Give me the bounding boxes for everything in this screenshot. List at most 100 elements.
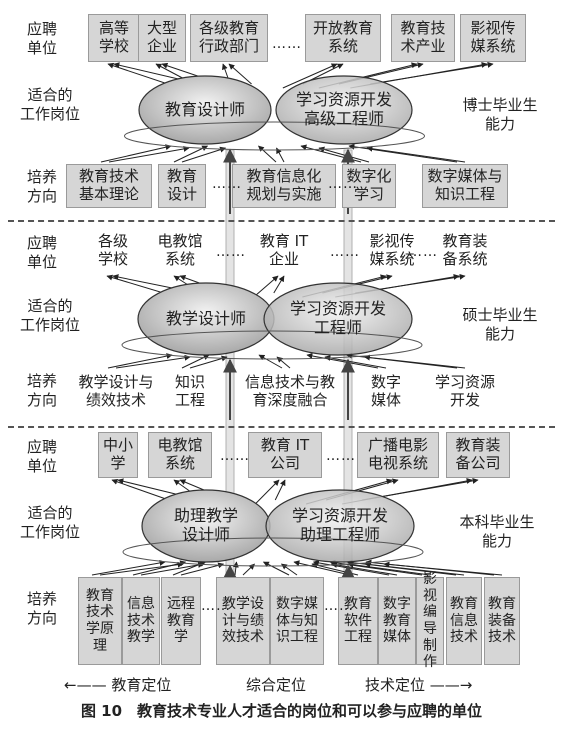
training-arrow <box>189 355 228 369</box>
position-title-left: 助理教学 设计师 <box>173 506 238 545</box>
training-arrow <box>180 562 225 576</box>
training-box: 信息技术与教 育深度融合 <box>244 373 335 409</box>
position-title-right: 学习资源开发 助理工程师 <box>291 506 388 545</box>
training-box: 教育技术 基本理论 <box>66 164 152 208</box>
technology-orientation-arrow: 技术定位 ——→ <box>365 674 472 695</box>
employer-box: 教育 IT 公司 <box>248 432 322 478</box>
education-orientation-arrow: ←—— 教育定位 <box>64 674 171 695</box>
training-label: 培养 方向 <box>26 372 57 409</box>
graduate-level-label: 博士毕业生 能力 <box>462 96 538 133</box>
employer-label: 应聘 单位 <box>26 438 57 475</box>
training-box: 教育技术学原理 <box>78 577 122 665</box>
training-arrow <box>324 355 387 369</box>
training-arrow <box>258 145 277 163</box>
employer-arrow <box>253 275 279 298</box>
position-ellipse-base <box>124 121 425 151</box>
training-arrow <box>140 561 205 576</box>
training-box: 教育装备技术 <box>484 577 520 665</box>
employer-ellipsis: …… <box>220 448 250 464</box>
training-box: 远程教育学 <box>161 577 201 665</box>
employer-label: 应聘 单位 <box>26 20 57 57</box>
training-arrow <box>107 353 173 369</box>
position-title-right: 学习资源开发 高级工程师 <box>295 90 392 129</box>
position-title-left: 教学设计师 <box>165 309 246 328</box>
employer-box: 教育装 备系统 <box>442 232 488 268</box>
employer-ellipsis: …… <box>216 244 246 260</box>
technology-orientation-label: 技术定位 <box>365 676 426 694</box>
training-box: 教育信息技术 <box>446 577 482 665</box>
position-label: 适合的 工作岗位 <box>19 504 80 541</box>
training-box: 教育软件工程 <box>338 577 378 665</box>
training-box: 教育信息化 规划与实施 <box>232 164 336 208</box>
training-arrow <box>262 561 290 576</box>
comprehensive-orientation-label: 综合定位 <box>246 676 307 694</box>
employer-box: 电教馆 系统 <box>157 232 203 268</box>
education-orientation-label: 教育定位 <box>111 676 172 694</box>
training-arrow <box>346 559 457 576</box>
left-arrow-icon: ←—— <box>64 676 107 694</box>
employer-box: 各级教育 行政部门 <box>190 14 268 62</box>
graduate-level-label: 硕士毕业生 能力 <box>462 306 538 343</box>
training-arrow <box>181 146 227 163</box>
training-ellipsis: …… <box>201 598 231 614</box>
training-arrow <box>258 354 283 369</box>
employer-box: 各级 学校 <box>97 232 128 268</box>
employer-box: 影视传 媒系统 <box>460 14 526 62</box>
training-arrow <box>365 559 495 576</box>
employer-box: 影视传 媒系统 <box>369 232 415 268</box>
right-arrow-icon: ——→ <box>429 676 473 694</box>
employer-arrow <box>254 479 280 505</box>
employer-ellipsis: …… <box>326 448 356 464</box>
training-arrow <box>366 145 466 163</box>
training-arrow <box>347 561 431 576</box>
employer-arrow <box>282 63 338 89</box>
training-box: 数字 媒体 <box>370 373 401 409</box>
training-arrow <box>232 561 239 576</box>
training-ellipsis: …… <box>212 176 242 192</box>
training-box: 数字媒体与 知识工程 <box>422 164 508 208</box>
position-ellipse-left <box>138 75 272 145</box>
employer-arrow <box>228 63 252 85</box>
section-separator <box>8 220 555 222</box>
training-arrow <box>91 559 166 576</box>
training-box: 教学设计与绩效技术 <box>216 577 270 665</box>
training-arrow <box>293 560 351 576</box>
training-box: 数字教育媒体 <box>378 577 416 665</box>
training-arrow <box>100 144 172 163</box>
training-box: 知识 工程 <box>174 373 205 409</box>
training-label: 培养 方向 <box>26 590 57 627</box>
employer-ellipsis: …… <box>330 244 360 260</box>
training-arrow <box>132 560 187 576</box>
position-ellipse-base <box>122 537 424 567</box>
training-box: 信息技术教学 <box>122 577 160 665</box>
employer-box: 教育技 术产业 <box>391 14 455 62</box>
employer-box: 高等 学校 <box>88 14 140 62</box>
employer-box: 中小 学 <box>98 432 138 478</box>
position-ellipse-right <box>263 282 413 356</box>
position-title-right: 学习资源开发 工程师 <box>289 299 386 338</box>
employer-box: 广播电影 电视系统 <box>357 432 439 478</box>
training-box: 数字媒体与知识工程 <box>270 577 324 665</box>
training-box: 数字化 学习 <box>342 164 396 208</box>
training-box: 学习资源 开发 <box>434 373 495 409</box>
training-arrow <box>348 143 458 163</box>
figure-caption: 图 10 教育技术专业人才适合的岗位和可以参与应聘的单位 <box>80 702 483 720</box>
position-label: 适合的 工作岗位 <box>19 86 80 123</box>
training-ellipsis: …… <box>324 598 354 614</box>
training-box: 教学设计与 绩效技术 <box>78 373 154 409</box>
training-arrow <box>108 145 190 163</box>
position-label: 适合的 工作岗位 <box>19 297 80 334</box>
employer-box: 开放教育 系统 <box>305 14 381 62</box>
graduate-level-label: 本科毕业生 能力 <box>459 513 535 550</box>
employer-arrow <box>274 479 286 501</box>
position-title-left: 教育设计师 <box>164 100 245 119</box>
position-ellipse-right <box>275 75 413 145</box>
employer-box: 教育装 备公司 <box>446 432 510 478</box>
training-arrow <box>115 354 191 369</box>
employer-label: 应聘 单位 <box>26 234 57 271</box>
position-ellipse-base <box>121 330 423 360</box>
training-ellipsis: …… <box>328 176 358 192</box>
position-ellipse-right <box>265 489 415 563</box>
